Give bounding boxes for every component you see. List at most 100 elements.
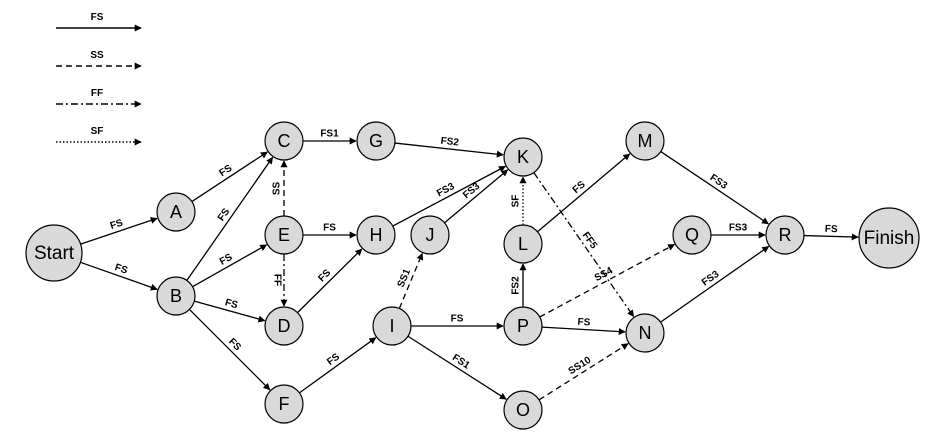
edge-line: [194, 300, 266, 323]
edge-label: FF5: [580, 230, 599, 251]
edge-h-k: FS3: [392, 165, 506, 227]
node-circle: [264, 215, 304, 255]
edge-label: FS1: [320, 129, 339, 140]
edge-label: FS: [113, 262, 129, 277]
node-label: M: [638, 131, 653, 151]
edge-label: SS4: [593, 265, 615, 284]
edge-p-q: SS4: [539, 243, 676, 318]
node-label: Start: [34, 243, 75, 264]
edge-line: [191, 151, 268, 203]
node-label: R: [779, 225, 792, 245]
edge-line: [541, 326, 626, 335]
edge-f-i: FS: [299, 337, 377, 394]
edge-start-b: FS: [80, 261, 158, 291]
node-label: G: [369, 131, 383, 151]
node-h: H: [356, 215, 396, 255]
node-circle: [264, 306, 304, 346]
edge-label: FS: [218, 252, 235, 268]
node-circle: [264, 384, 304, 424]
legend-label: FS: [91, 12, 104, 23]
node-circle: [503, 390, 543, 430]
node-f: F: [264, 384, 304, 424]
edge-label: FS: [325, 351, 342, 368]
node-label: E: [278, 225, 290, 245]
edge-line: [660, 151, 769, 225]
edge-i-o: FS1: [407, 335, 507, 400]
node-label: C: [278, 131, 291, 151]
node-circle: [264, 121, 304, 161]
node-label: B: [170, 286, 182, 306]
edge-label: FF: [271, 274, 282, 286]
edge-start-a: FS: [80, 217, 158, 245]
edge-line: [660, 245, 770, 323]
edge-label: FS3: [729, 223, 748, 234]
node-circle: [25, 224, 83, 282]
edge-b-d: FS: [194, 297, 266, 323]
edge-b-e: FS: [192, 244, 268, 288]
node-a: A: [156, 192, 196, 232]
edge-line: [80, 261, 158, 291]
edge-l-m: FS: [537, 153, 631, 233]
edge-line: [407, 335, 507, 400]
edge-k-n: FF5: [533, 172, 635, 318]
edge-b-f: FS: [188, 308, 271, 391]
edge-label: FS3: [461, 181, 482, 201]
node-o: O: [503, 390, 543, 430]
node-label: Finish: [864, 228, 915, 249]
edge-g-k: FS2: [394, 136, 504, 158]
edge-m-r: FS3: [660, 151, 769, 225]
node-m: M: [625, 121, 665, 161]
edge-line: [538, 343, 629, 401]
node-label: F: [279, 394, 290, 414]
edge-line: [444, 169, 509, 224]
edge-line: [803, 233, 859, 241]
edge-d-h: FS: [297, 248, 363, 314]
legend-label: SS: [90, 50, 104, 61]
node-label: L: [518, 234, 528, 254]
edge-line: [392, 165, 506, 227]
edge-label: FS: [217, 163, 234, 179]
node-circle: [356, 215, 396, 255]
edge-label: FS3: [435, 181, 457, 200]
node-p: P: [503, 306, 543, 346]
edge-label: SS: [272, 182, 283, 196]
legend-item: FF: [56, 88, 142, 108]
node-d: D: [264, 306, 304, 346]
edges: FSFSFSFSFSFSFSSSFFFSFS1FS2FSFS3FSSS1FS3F…: [80, 129, 859, 401]
node-circle: [156, 192, 196, 232]
edge-line: [188, 308, 271, 391]
node-circle: [503, 306, 543, 346]
edge-e-h: FS: [303, 223, 357, 239]
node-k: K: [503, 137, 543, 177]
legend-label: FF: [91, 88, 103, 99]
node-circle: [156, 276, 196, 316]
legend-item: FS: [56, 12, 142, 32]
node-b: B: [156, 276, 196, 316]
edge-label: FS2: [511, 276, 522, 295]
edge-i-p: FS: [411, 314, 504, 330]
node-circle: [372, 306, 412, 346]
edge-label: FS: [577, 317, 591, 329]
edge-label: FS: [216, 206, 233, 223]
edge-label: SS1: [396, 267, 414, 289]
edge-label: FS: [825, 224, 838, 235]
node-start: Start: [25, 224, 83, 282]
node-label: P: [517, 316, 529, 336]
edge-line: [297, 248, 363, 314]
edge-label: FS: [226, 336, 243, 353]
edge-label: FS: [109, 217, 125, 232]
edge-label: SS10: [567, 355, 594, 378]
node-label: J: [426, 225, 435, 245]
edge-label: FS2: [440, 136, 460, 149]
edge-c-g: FS1: [303, 129, 357, 145]
node-circle: [503, 224, 543, 264]
node-circle: [356, 121, 396, 161]
node-circle: [503, 137, 543, 177]
node-label: N: [639, 323, 652, 343]
node-circle: [672, 215, 712, 255]
edge-a-c: FS: [191, 151, 268, 203]
edge-label: FS3: [708, 172, 730, 192]
edge-line: [192, 244, 268, 288]
